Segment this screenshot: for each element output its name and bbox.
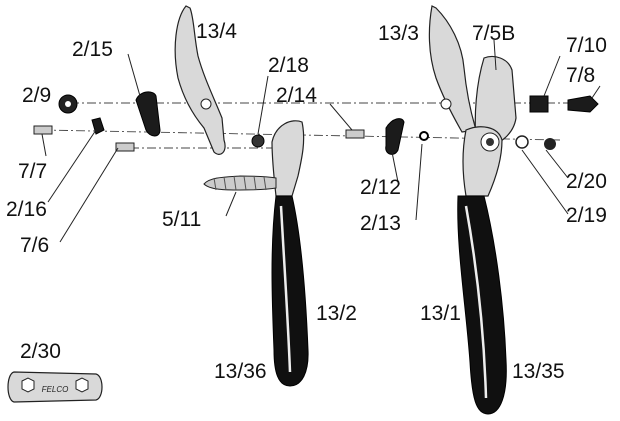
label-2-15: 2/15: [72, 38, 113, 61]
handle-grip-13-35: [457, 195, 507, 415]
handle-grip-13-36: [271, 195, 309, 387]
label-7-7: 7/7: [18, 160, 47, 183]
label-13-4: 13/4: [196, 20, 237, 43]
label-5-11: 5/11: [162, 208, 201, 231]
latch-2-15: [135, 91, 161, 137]
nut-2-20: [544, 138, 556, 150]
label-13-35: 13/35: [512, 360, 565, 383]
grip-highlight-right: [464, 205, 488, 399]
label-2-14: 2/14: [276, 84, 317, 107]
washer-2-19: [515, 135, 529, 149]
clip-2-16: [91, 117, 105, 135]
label-13-1: 13/1: [420, 302, 461, 325]
label-2-30: 2/30: [20, 340, 61, 363]
wrench-2-30: FELCO: [7, 371, 103, 403]
label-2-12: 2/12: [360, 176, 401, 199]
nut-2-18: [251, 134, 265, 148]
handle-head-13-2: [271, 120, 305, 197]
upper-blade-13-4: [174, 5, 226, 155]
spring-7-10: [529, 95, 549, 113]
label-7-8: 7/8: [566, 64, 595, 87]
blade-13-3: [428, 5, 477, 133]
left-pruner-assembly: [33, 5, 309, 387]
grip-highlight: [279, 205, 292, 373]
label-13-3: 13/3: [378, 22, 419, 45]
label-2-19: 2/19: [566, 204, 607, 227]
blade-pivot-hole: [200, 98, 212, 110]
label-13-36: 13/36: [214, 360, 267, 383]
screw-2-14: [345, 129, 365, 139]
label-2-13: 2/13: [360, 212, 401, 235]
right-pruner-assembly: [345, 5, 599, 415]
leader-lines: [41, 39, 601, 243]
label-2-16: 2/16: [6, 198, 47, 221]
screw-7-6: [115, 142, 135, 152]
spring-5-11: [203, 175, 277, 191]
part-labels: 13/4 13/3 7/5B 2/15 2/18 7/10 7/8 2/9 2/…: [6, 20, 607, 383]
bolt-7-8: [567, 95, 599, 113]
screw-7-7: [33, 125, 53, 135]
label-7-5b: 7/5B: [472, 22, 515, 45]
clip-2-12: [385, 118, 405, 155]
label-2-9: 2/9: [22, 84, 51, 107]
wrench-logo-text: FELCO: [42, 385, 69, 394]
washer-2-13: [419, 131, 429, 141]
label-7-6: 7/6: [20, 234, 49, 257]
label-13-2: 13/2: [316, 302, 357, 325]
label-2-18: 2/18: [268, 54, 309, 77]
label-7-10: 7/10: [566, 34, 607, 57]
label-2-20: 2/20: [566, 170, 607, 193]
